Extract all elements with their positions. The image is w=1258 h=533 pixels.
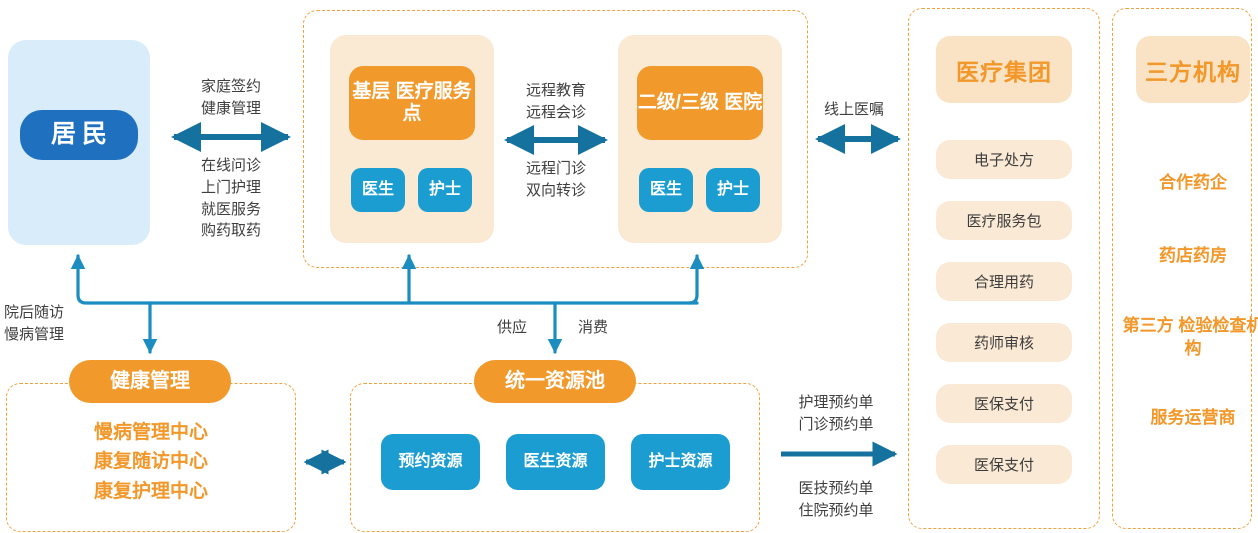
medical-group-item-2[interactable]: 合理用药 xyxy=(936,262,1072,301)
label-resident-top: 家庭签约 健康管理 xyxy=(200,78,261,117)
medical-group-item-5[interactable]: 医保支付 xyxy=(936,445,1072,484)
medical-group-item-0[interactable]: 电子处方 xyxy=(936,140,1072,179)
third-party-item-0[interactable]: 合作药企 xyxy=(1159,172,1227,192)
primary-care-role-doctor[interactable]: 医生 xyxy=(351,168,405,212)
label-booking-bottom: 医技预约单 住院预约单 xyxy=(798,480,874,519)
medical-group-item-1[interactable]: 医疗服务包 xyxy=(936,201,1072,240)
third-party-item-1[interactable]: 药店药房 xyxy=(1159,245,1227,265)
resource-item-doctor[interactable]: 医生资源 xyxy=(506,434,605,490)
primary-care-title[interactable]: 基层 医疗服务点 xyxy=(349,66,475,140)
hospital-title[interactable]: 二级/三级 医院 xyxy=(637,66,763,140)
third-party-item-3[interactable]: 服务运营商 xyxy=(1150,407,1236,427)
residents-pill[interactable]: 居民 xyxy=(20,110,138,160)
medical-group-item-3[interactable]: 药师审核 xyxy=(936,323,1072,362)
label-resident-bottom: 在线问诊 上门护理 就医服务 购药取药 xyxy=(200,157,261,240)
panel-third-party xyxy=(1112,8,1252,529)
label-supply: 供应 xyxy=(496,319,527,336)
third-party-title[interactable]: 三方机构 xyxy=(1136,36,1250,103)
resource-item-nurse[interactable]: 护士资源 xyxy=(631,434,730,490)
panel-medical-group xyxy=(908,8,1100,529)
label-telemedicine-bottom: 远程门诊 双向转诊 xyxy=(525,160,586,199)
label-booking-top: 护理预约单 门诊预约单 xyxy=(798,394,874,433)
resource-pool-title[interactable]: 统一资源池 xyxy=(474,360,636,403)
medical-group-title[interactable]: 医疗集团 xyxy=(936,36,1072,103)
label-consume: 消费 xyxy=(577,319,608,336)
panel-care-providers xyxy=(303,10,808,268)
hospital-role-nurse[interactable]: 护士 xyxy=(706,168,760,212)
resource-item-appointment[interactable]: 预约资源 xyxy=(381,434,480,490)
label-online-order: 线上医嘱 xyxy=(823,101,884,118)
hospital-role-doctor[interactable]: 医生 xyxy=(639,168,693,212)
health-management-title[interactable]: 健康管理 xyxy=(69,360,231,403)
third-party-item-2[interactable]: 第三方 检验检查机构 xyxy=(1122,316,1258,358)
health-management-items: 慢病管理中心 康复随访中心 康复护理中心 xyxy=(93,422,208,502)
primary-care-role-nurse[interactable]: 护士 xyxy=(418,168,472,212)
medical-group-item-4[interactable]: 医保支付 xyxy=(936,384,1072,423)
label-post-discharge: 院后随访 慢病管理 xyxy=(4,304,65,343)
label-telemedicine-top: 远程教育 远程会诊 xyxy=(525,82,586,121)
